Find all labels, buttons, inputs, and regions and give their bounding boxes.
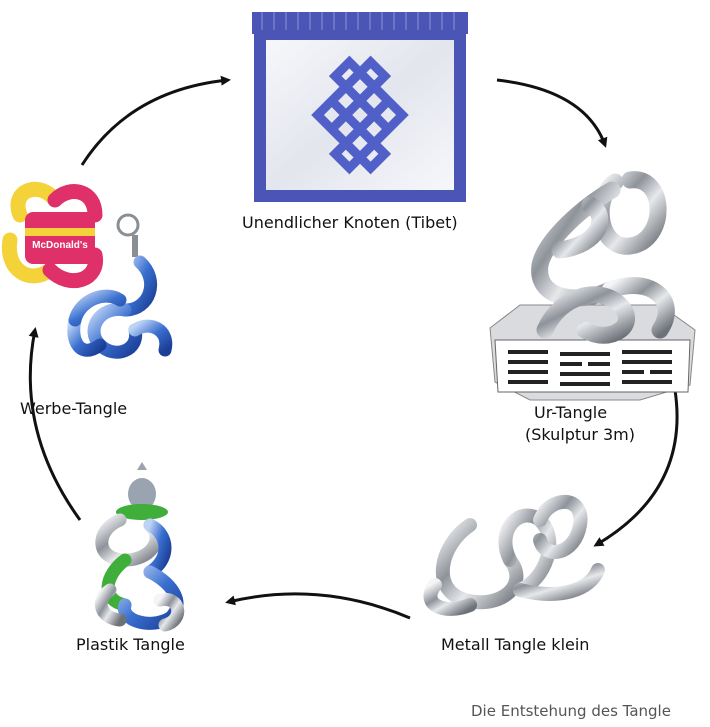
figure-caption: Die Entstehung des Tangle <box>471 702 671 720</box>
promo-label: Werbe-Tangle <box>20 398 127 420</box>
promo-brand-text: McDonald's <box>32 240 88 251</box>
